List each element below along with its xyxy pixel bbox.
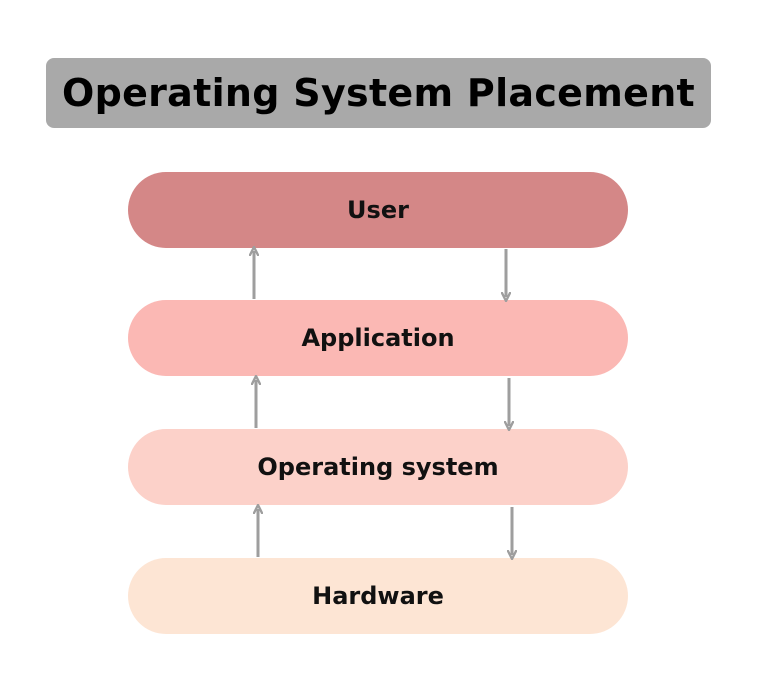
layer-operating-system: Operating system: [128, 429, 628, 505]
diagram-title-box: Operating System Placement: [46, 58, 711, 128]
layer-label-hardware: Hardware: [312, 582, 444, 610]
layer-label-operating-system: Operating system: [257, 453, 499, 481]
layer-hardware: Hardware: [128, 558, 628, 634]
layer-application: Application: [128, 300, 628, 376]
layer-label-application: Application: [301, 324, 455, 352]
layer-user: User: [128, 172, 628, 248]
diagram-title: Operating System Placement: [61, 71, 696, 115]
layer-label-user: User: [347, 196, 409, 224]
